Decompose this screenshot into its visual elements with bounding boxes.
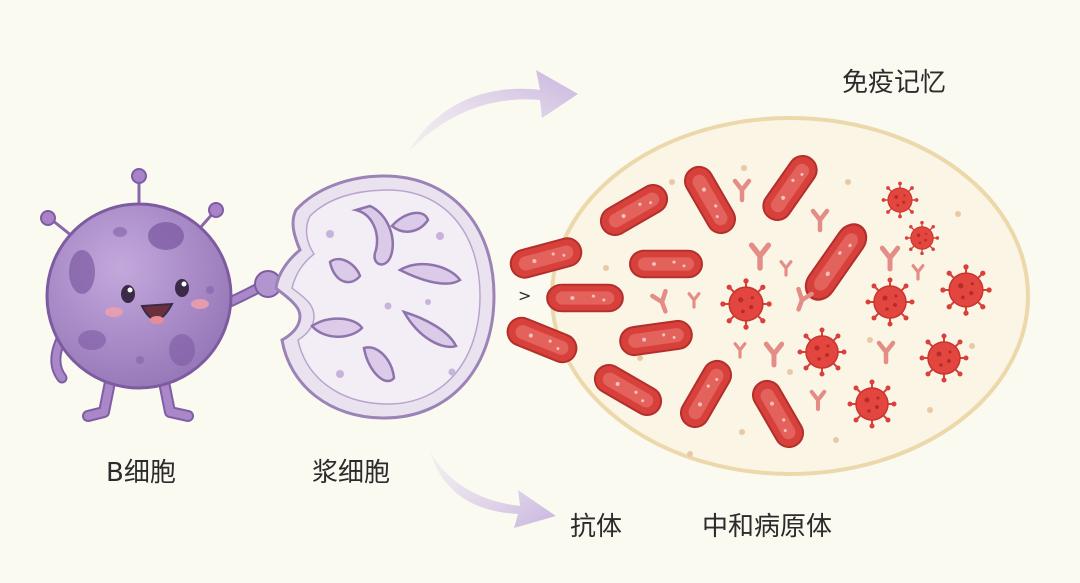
neutralize-label: 中和病原体	[702, 512, 833, 542]
b-cell-character	[40, 168, 293, 422]
plasma-cell	[274, 174, 496, 420]
marker-symbol: >	[518, 286, 532, 305]
b-cell-label: B细胞	[106, 458, 176, 488]
memory-label: 免疫记忆	[842, 68, 947, 98]
plasma-cell-label: 浆细胞	[312, 458, 391, 488]
antibody-label: 抗体	[570, 512, 623, 542]
lower-arrow-icon	[430, 452, 556, 528]
upper-arrow-icon	[408, 70, 578, 152]
